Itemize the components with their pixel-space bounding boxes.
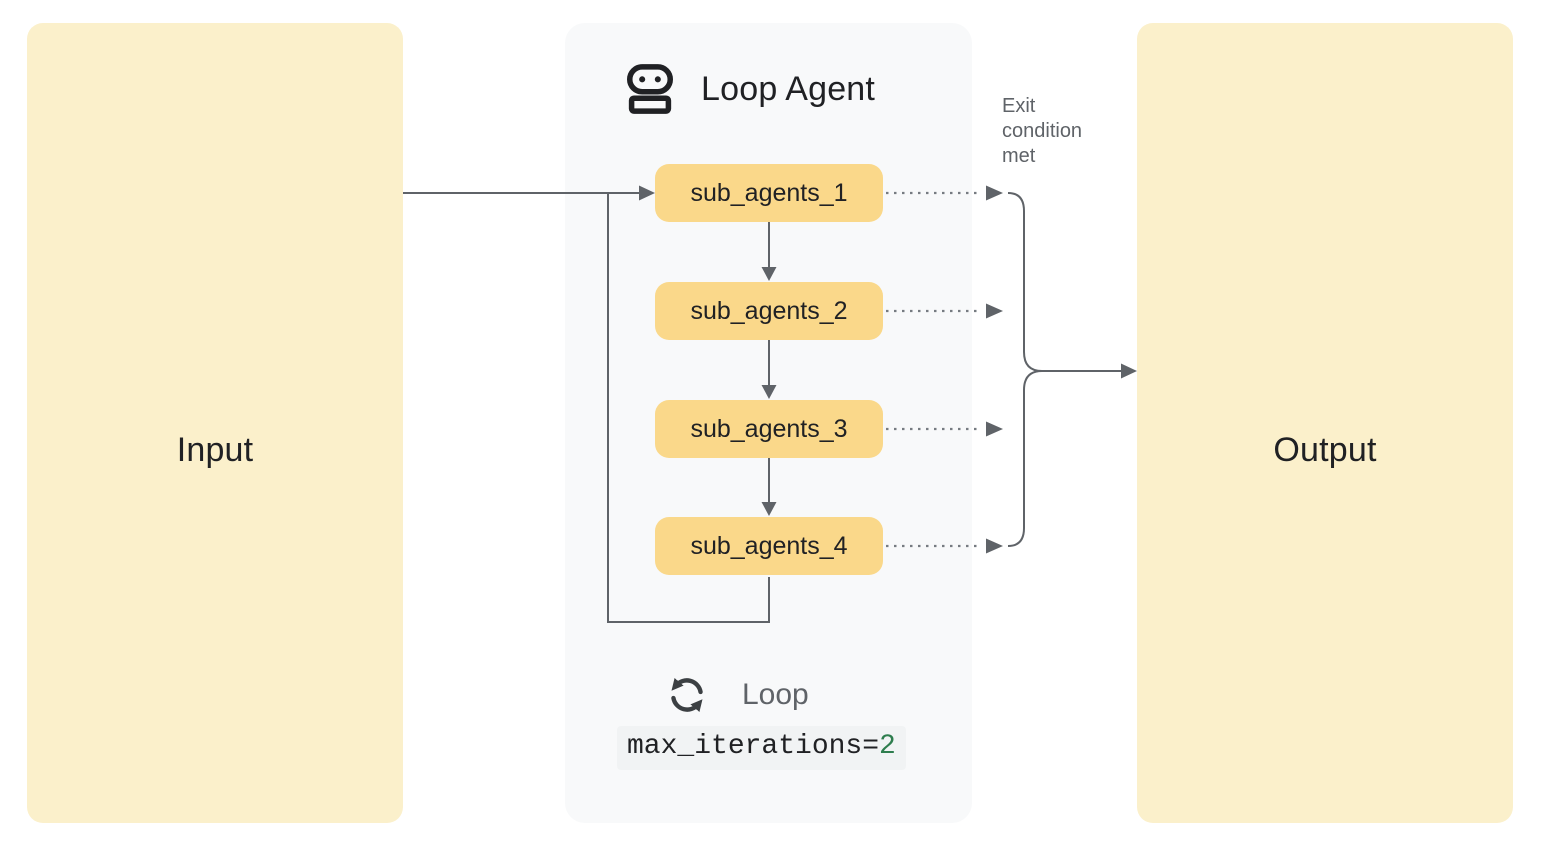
exit-condition-label: Exit condition met (1002, 95, 1083, 167)
sub-agent-box-4: sub_agents_4 (655, 517, 883, 575)
sub-agent-box-2: sub_agents_2 (655, 282, 883, 340)
max-iterations-text: max_iterations= (627, 731, 880, 762)
sub-agent-box-1: sub_agents_1 (655, 164, 883, 222)
sub-agent-label-1: sub_agents_1 (690, 178, 848, 207)
input-label: Input (176, 431, 254, 469)
robot-icon (627, 64, 673, 114)
loop-agent-title: Loop Agent (701, 69, 876, 108)
sub-agent-box-3: sub_agents_3 (655, 400, 883, 458)
sub-agent-label-4: sub_agents_4 (690, 531, 848, 560)
loop-indicator: Loop (666, 674, 809, 716)
loop-sync-icon (671, 677, 703, 713)
output-box: Output (1137, 23, 1513, 823)
output-arrow (1036, 363, 1137, 379)
input-box: Input (27, 23, 403, 823)
loop-agent-header: Loop Agent (627, 64, 875, 114)
sub-agent-label-2: sub_agents_2 (690, 296, 848, 325)
max-iterations-code: max_iterations=2 (617, 726, 906, 770)
loop-label: Loop (742, 678, 809, 711)
max-iterations-value: 2 (879, 731, 896, 762)
sub-agent-label-3: sub_agents_3 (690, 414, 848, 443)
bracket-bottom (1007, 370, 1043, 547)
output-label: Output (1273, 431, 1377, 469)
bracket-top (1007, 192, 1043, 372)
